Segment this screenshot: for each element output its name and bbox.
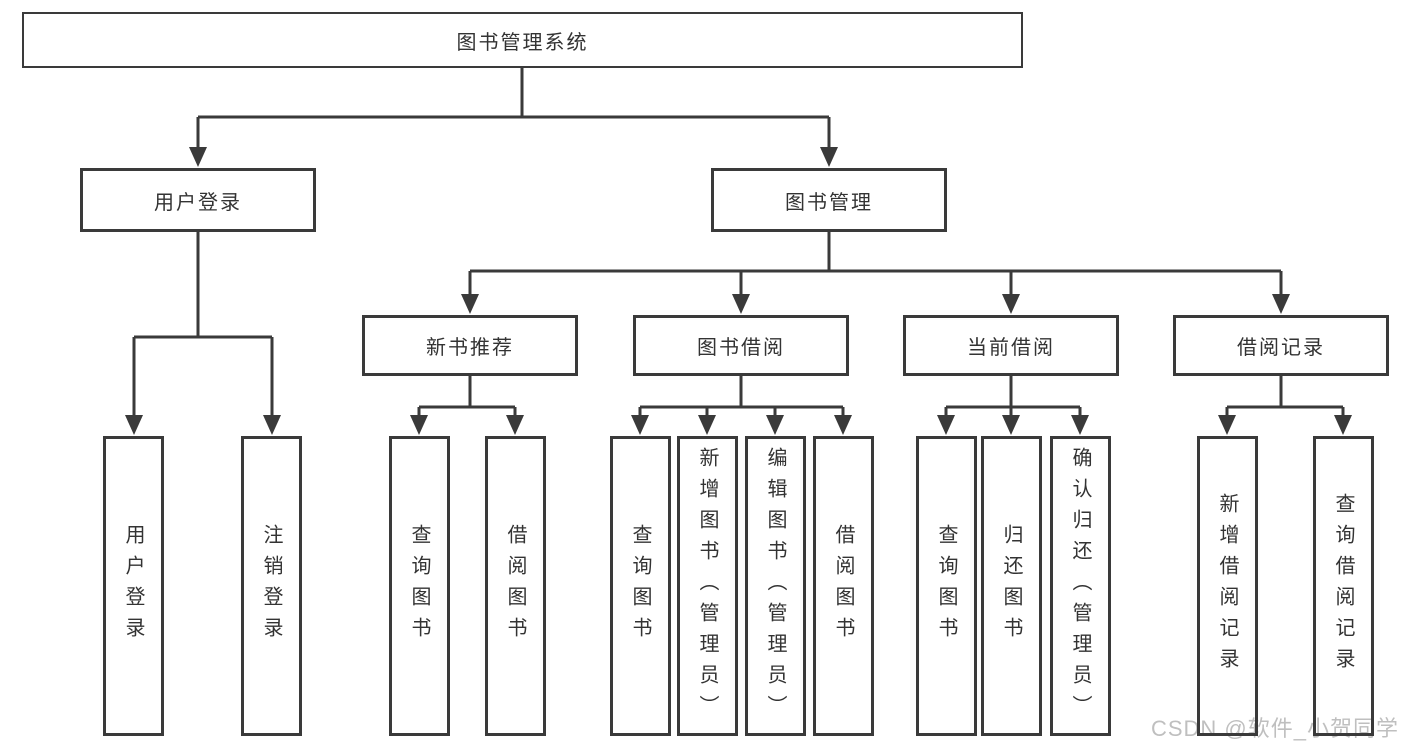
node-user-login-leaf: 用户登录	[103, 436, 164, 736]
node-user-login-branch: 用户登录	[80, 168, 316, 232]
node-add-borrow-record: 新增借阅记录	[1197, 436, 1258, 736]
node-query-books-current: 查询图书	[916, 436, 977, 736]
node-query-books-borrowing: 查询图书	[610, 436, 671, 736]
node-edit-book-admin: 编辑图书（管理员）	[745, 436, 806, 736]
node-query-borrow-record: 查询借阅记录	[1313, 436, 1374, 736]
node-library-management-system: 图书管理系统	[22, 12, 1023, 68]
node-confirm-return-admin: 确认归还（管理员）	[1050, 436, 1111, 736]
node-book-borrowing: 图书借阅	[633, 315, 849, 376]
node-add-book-admin: 新增图书（管理员）	[677, 436, 738, 736]
csdn-watermark: CSDN @软件_小贺同学	[1150, 716, 1399, 741]
node-book-management-branch: 图书管理	[711, 168, 947, 232]
node-borrowing-records: 借阅记录	[1173, 315, 1389, 376]
node-current-borrowing: 当前借阅	[903, 315, 1119, 376]
node-borrow-books-borrowing: 借阅图书	[813, 436, 874, 736]
node-borrow-books-recommend: 借阅图书	[485, 436, 546, 736]
node-new-book-recommendation: 新书推荐	[362, 315, 578, 376]
node-query-books-recommend: 查询图书	[389, 436, 450, 736]
node-logout-leaf: 注销登录	[241, 436, 302, 736]
node-return-books: 归还图书	[981, 436, 1042, 736]
